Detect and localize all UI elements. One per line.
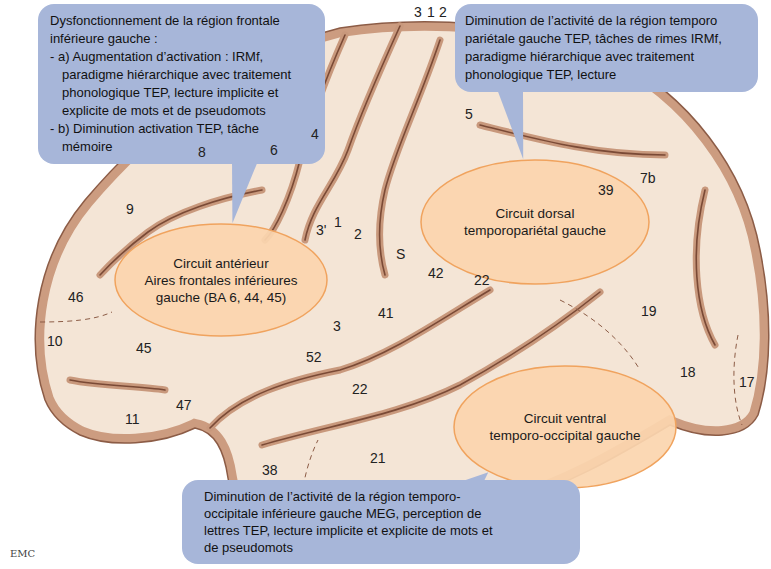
area-number: 2	[354, 226, 362, 242]
area-number: 3'	[316, 222, 326, 238]
node-text: temporopariétal gauche	[464, 222, 606, 239]
area-number: 41	[378, 305, 394, 321]
node-text: - a) Augmentation d’activation : IRMf, p…	[50, 48, 305, 120]
node-heading: Dysfonctionnement de la région frontale …	[50, 12, 305, 48]
area-number: 45	[136, 340, 152, 356]
area-number: 22	[474, 272, 490, 288]
brain-outline	[35, 22, 768, 522]
area-number: 17	[739, 374, 755, 390]
area-number: 3	[333, 318, 341, 334]
ellipse-shape	[420, 159, 650, 285]
area-number: 21	[370, 450, 386, 466]
area-number: 1	[334, 214, 342, 230]
area-number: 6	[270, 142, 278, 158]
node-text: temporo-occipital gauche	[490, 427, 641, 444]
area-number: 18	[680, 364, 696, 380]
node-heading: Circuit antérieur	[173, 255, 268, 272]
brain-rim	[35, 22, 768, 522]
area-number: 47	[176, 397, 192, 413]
ellipse-outline	[421, 160, 649, 284]
area-number: 38	[262, 462, 278, 478]
ellipse-outline	[115, 224, 327, 336]
area-number: 2	[439, 4, 447, 20]
area-number: 52	[306, 349, 322, 365]
circuit-ellipse: Circuit dorsaltemporopariétal gauche	[420, 159, 650, 285]
area-number: 11	[125, 411, 140, 427]
node-text: Diminution de l’activité de la région te…	[204, 488, 504, 556]
area-number: 4	[311, 126, 319, 142]
ellipse-content: Circuit antérieurAires frontales inférie…	[114, 223, 328, 337]
area-number: 3	[414, 4, 422, 20]
area-number: S	[396, 246, 405, 262]
brain-surface	[35, 22, 768, 522]
callout-tail-shape	[232, 161, 258, 223]
node-text: - b) Diminution activation TEP, tâche mé…	[50, 120, 305, 156]
callout-box: Dysfonctionnement de la région frontale …	[38, 4, 325, 164]
circuit-ellipse: Circuit antérieurAires frontales inférie…	[114, 223, 328, 337]
area-number: 8	[198, 144, 206, 160]
area-number: 7b	[640, 170, 656, 186]
ellipse-outline	[454, 366, 676, 488]
watermark: EMC	[10, 548, 35, 560]
area-number: 5	[465, 106, 473, 122]
area-number: 39	[598, 182, 614, 198]
ellipse-content: Circuit dorsaltemporopariétal gauche	[420, 159, 650, 285]
area-number: 19	[641, 303, 657, 319]
callout-tail-shape	[497, 89, 523, 159]
node-text: Diminution de l’activité de la région te…	[465, 12, 746, 84]
area-number: 9	[126, 201, 134, 217]
callout-box: Diminution de l’activité de la région te…	[182, 480, 580, 564]
area-number: 42	[428, 265, 444, 281]
ellipse-shape	[453, 365, 677, 489]
callout-tail	[497, 89, 523, 159]
callout-tail	[232, 161, 258, 223]
ellipse-content: Circuit ventraltemporo-occipital gauche	[453, 365, 677, 489]
area-number: 46	[68, 289, 84, 305]
node-heading: Circuit dorsal	[496, 205, 575, 222]
area-number: 1	[427, 4, 435, 20]
node-text: Aires frontales inférieures gauche (BA 6…	[139, 272, 304, 306]
callout-box: Diminution de l’activité de la région te…	[455, 4, 758, 92]
area-number: 10	[47, 333, 63, 349]
circuit-ellipse: Circuit ventraltemporo-occipital gauche	[453, 365, 677, 489]
area-number: 22	[352, 381, 368, 397]
node-heading: Circuit ventral	[524, 410, 607, 427]
